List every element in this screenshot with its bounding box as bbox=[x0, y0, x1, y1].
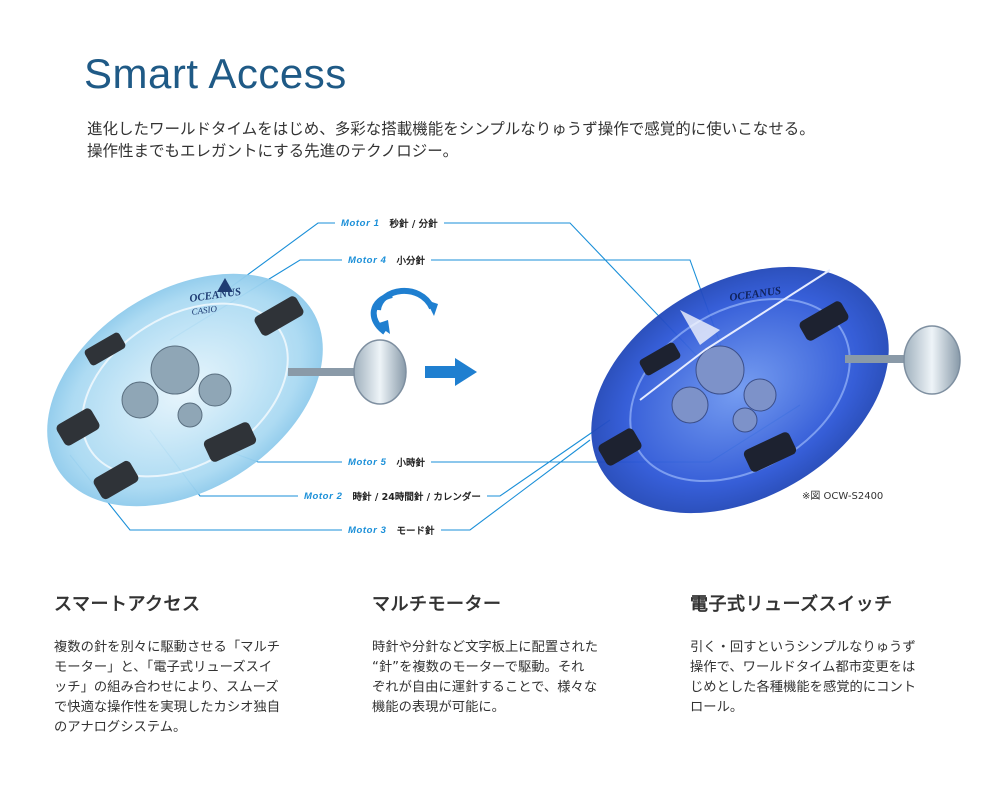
motor-label-2: Motor 2 時針 / 24時間針 / カレンダー bbox=[298, 488, 487, 504]
feature-multi-motor: マルチモーター 時針や分針など文字板上に配置された “針”を複数のモーターで駆動… bbox=[372, 590, 647, 718]
motor-name: Motor 4 bbox=[348, 254, 387, 266]
logo-mark-icon bbox=[217, 278, 233, 292]
left-crown bbox=[353, 339, 407, 405]
motor-hands: 秒針 / 分針 bbox=[389, 219, 438, 230]
motor-label-4: Motor 4 小分針 bbox=[342, 252, 432, 268]
model-note: ※図 OCW-S2400 bbox=[802, 491, 884, 502]
feature-title: スマートアクセス bbox=[54, 594, 201, 615]
feature-text: 引く・回すというシンプルなりゅうず 操作で、ワールドタイム都市変更をは じめとし… bbox=[690, 640, 917, 715]
motor-label-1: Motor 1 秒針 / 分針 bbox=[335, 215, 444, 231]
page-title: Smart Access bbox=[84, 50, 347, 97]
motor-hands: モード針 bbox=[396, 526, 435, 537]
feature-title: 電子式リューズスイッチ bbox=[690, 594, 893, 615]
motor-name: Motor 3 bbox=[348, 524, 387, 536]
movement-diagram: OCEANUS CASIO bbox=[0, 200, 1000, 560]
pull-arrow-icon bbox=[425, 358, 477, 386]
right-crown bbox=[903, 325, 961, 395]
left-dial-logo-sub: CASIO bbox=[191, 303, 218, 317]
feature-text: 時針や分針など文字板上に配置された “針”を複数のモーターで駆動。それ ぞれが自… bbox=[372, 640, 599, 715]
motor-name: Motor 2 bbox=[304, 490, 343, 502]
motor-label-5: Motor 5 小時針 bbox=[342, 454, 432, 470]
motor-name: Motor 1 bbox=[341, 217, 380, 229]
feature-text: 複数の針を別々に駆動させる「マルチ モーター」と、「電子式リューズスイ ッチ」の… bbox=[54, 640, 281, 735]
feature-electronic-crown: 電子式リューズスイッチ 引く・回すというシンプルなりゅうず 操作で、ワールドタイ… bbox=[690, 590, 965, 718]
movement-illustration: OCEANUS CASIO bbox=[47, 222, 961, 531]
intro-text: 進化したワールドタイムをはじめ、多彩な搭載機能をシンプルなりゅうず操作で感覚的に… bbox=[87, 118, 967, 162]
intro-line-1: 進化したワールドタイムをはじめ、多彩な搭載機能をシンプルなりゅうず操作で感覚的に… bbox=[87, 120, 815, 138]
motor-hands: 小時針 bbox=[396, 458, 426, 469]
feature-title: マルチモーター bbox=[372, 594, 502, 615]
intro-line-2: 操作性までもエレガントにする先進のテクノロジー。 bbox=[87, 142, 459, 160]
rotate-arrows-icon bbox=[370, 288, 438, 335]
motor-hands: 時針 / 24時間針 / カレンダー bbox=[352, 492, 481, 503]
motor-label-3: Motor 3 モード針 bbox=[342, 522, 441, 538]
left-movement: OCEANUS CASIO bbox=[47, 273, 407, 507]
feature-smart-access: スマートアクセス 複数の針を別々に駆動させる「マルチ モーター」と、「電子式リュ… bbox=[54, 590, 329, 738]
motor-name: Motor 5 bbox=[348, 456, 387, 468]
motor-hands: 小分針 bbox=[396, 256, 426, 267]
right-movement: OCEANUS bbox=[591, 266, 961, 514]
